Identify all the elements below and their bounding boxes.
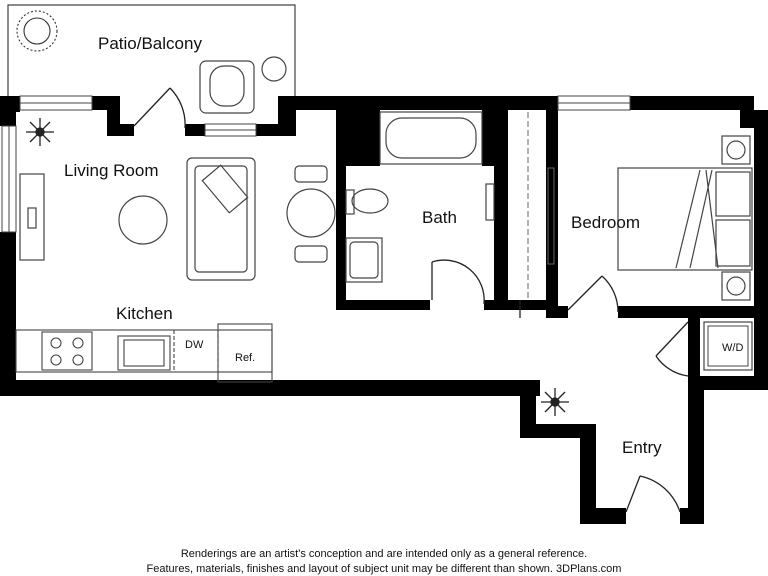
toilet — [351, 188, 389, 214]
bath-fixtures — [345, 111, 495, 283]
nightstand — [721, 135, 751, 165]
kitchen-label: Kitchen — [116, 304, 173, 323]
nightstand — [721, 271, 751, 301]
plant-icon — [26, 118, 54, 146]
dining-table — [286, 188, 336, 238]
stove — [41, 331, 93, 371]
disclaimer-line-2: Features, materials, finishes and layout… — [146, 563, 622, 575]
tv-console — [19, 173, 45, 261]
bath-label: Bath — [422, 208, 457, 227]
bed — [617, 167, 753, 271]
bathtub — [379, 111, 483, 165]
dishwasher-label: DW — [185, 339, 204, 351]
refrigerator — [217, 323, 273, 383]
kitchen-sink — [117, 335, 171, 371]
vanity — [345, 237, 383, 283]
dishwasher — [173, 329, 219, 373]
windows — [1, 95, 631, 233]
doors — [133, 87, 689, 513]
patio-label: Patio/Balcony — [98, 34, 202, 53]
sun-icon — [16, 10, 58, 52]
washer-dryer — [703, 321, 753, 371]
sofa — [186, 157, 256, 281]
plant-icon — [541, 388, 569, 416]
bedroom-furniture — [617, 135, 753, 301]
coffee-table — [118, 195, 168, 245]
living-room-label: Living Room — [64, 161, 159, 180]
patio-stool — [261, 56, 287, 82]
bedroom-label: Bedroom — [571, 213, 640, 232]
walls — [0, 96, 768, 524]
refrigerator-label: Ref. — [235, 352, 256, 364]
closet — [527, 112, 555, 300]
living-furniture — [19, 157, 336, 281]
disclaimer-line-1: Renderings are an artist's conception an… — [180, 548, 588, 560]
washer-dryer-label: W/D — [722, 342, 744, 354]
patio-chair — [199, 60, 255, 114]
kitchen-counter — [15, 323, 273, 383]
patio-outline — [7, 4, 296, 96]
entry-label: Entry — [622, 438, 662, 457]
